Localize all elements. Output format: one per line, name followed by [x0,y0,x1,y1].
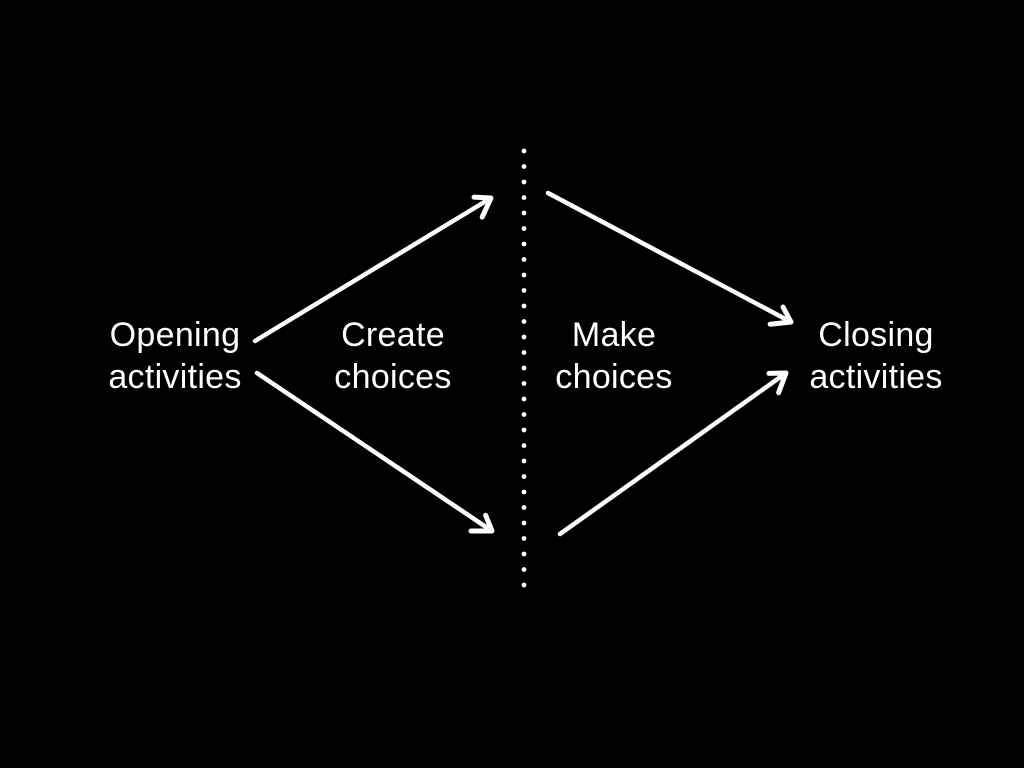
node-closing-activities: Closing activities [809,314,942,398]
dotted-divider-line [521,148,527,588]
node-label-line1: Opening [109,316,241,354]
node-opening-activities: Opening activities [108,314,241,398]
arrow-divider-top-to-closing [545,190,794,327]
arrow-opening-to-divider-bottom [254,370,495,534]
arrow-divider-bottom-to-closing [557,370,789,537]
node-create-choices: Create choices [334,314,451,398]
node-label-line2: choices [555,358,673,396]
node-make-choices: Make choices [555,314,672,398]
node-label-line1: Make [571,316,657,354]
node-label-line1: Create [341,316,445,354]
node-label-line2: choices [334,358,452,396]
node-label-line2: activities [809,358,943,396]
node-label-line1: Closing [818,316,934,354]
arrow-opening-to-divider-top [252,194,494,344]
node-label-line2: activities [108,358,242,396]
